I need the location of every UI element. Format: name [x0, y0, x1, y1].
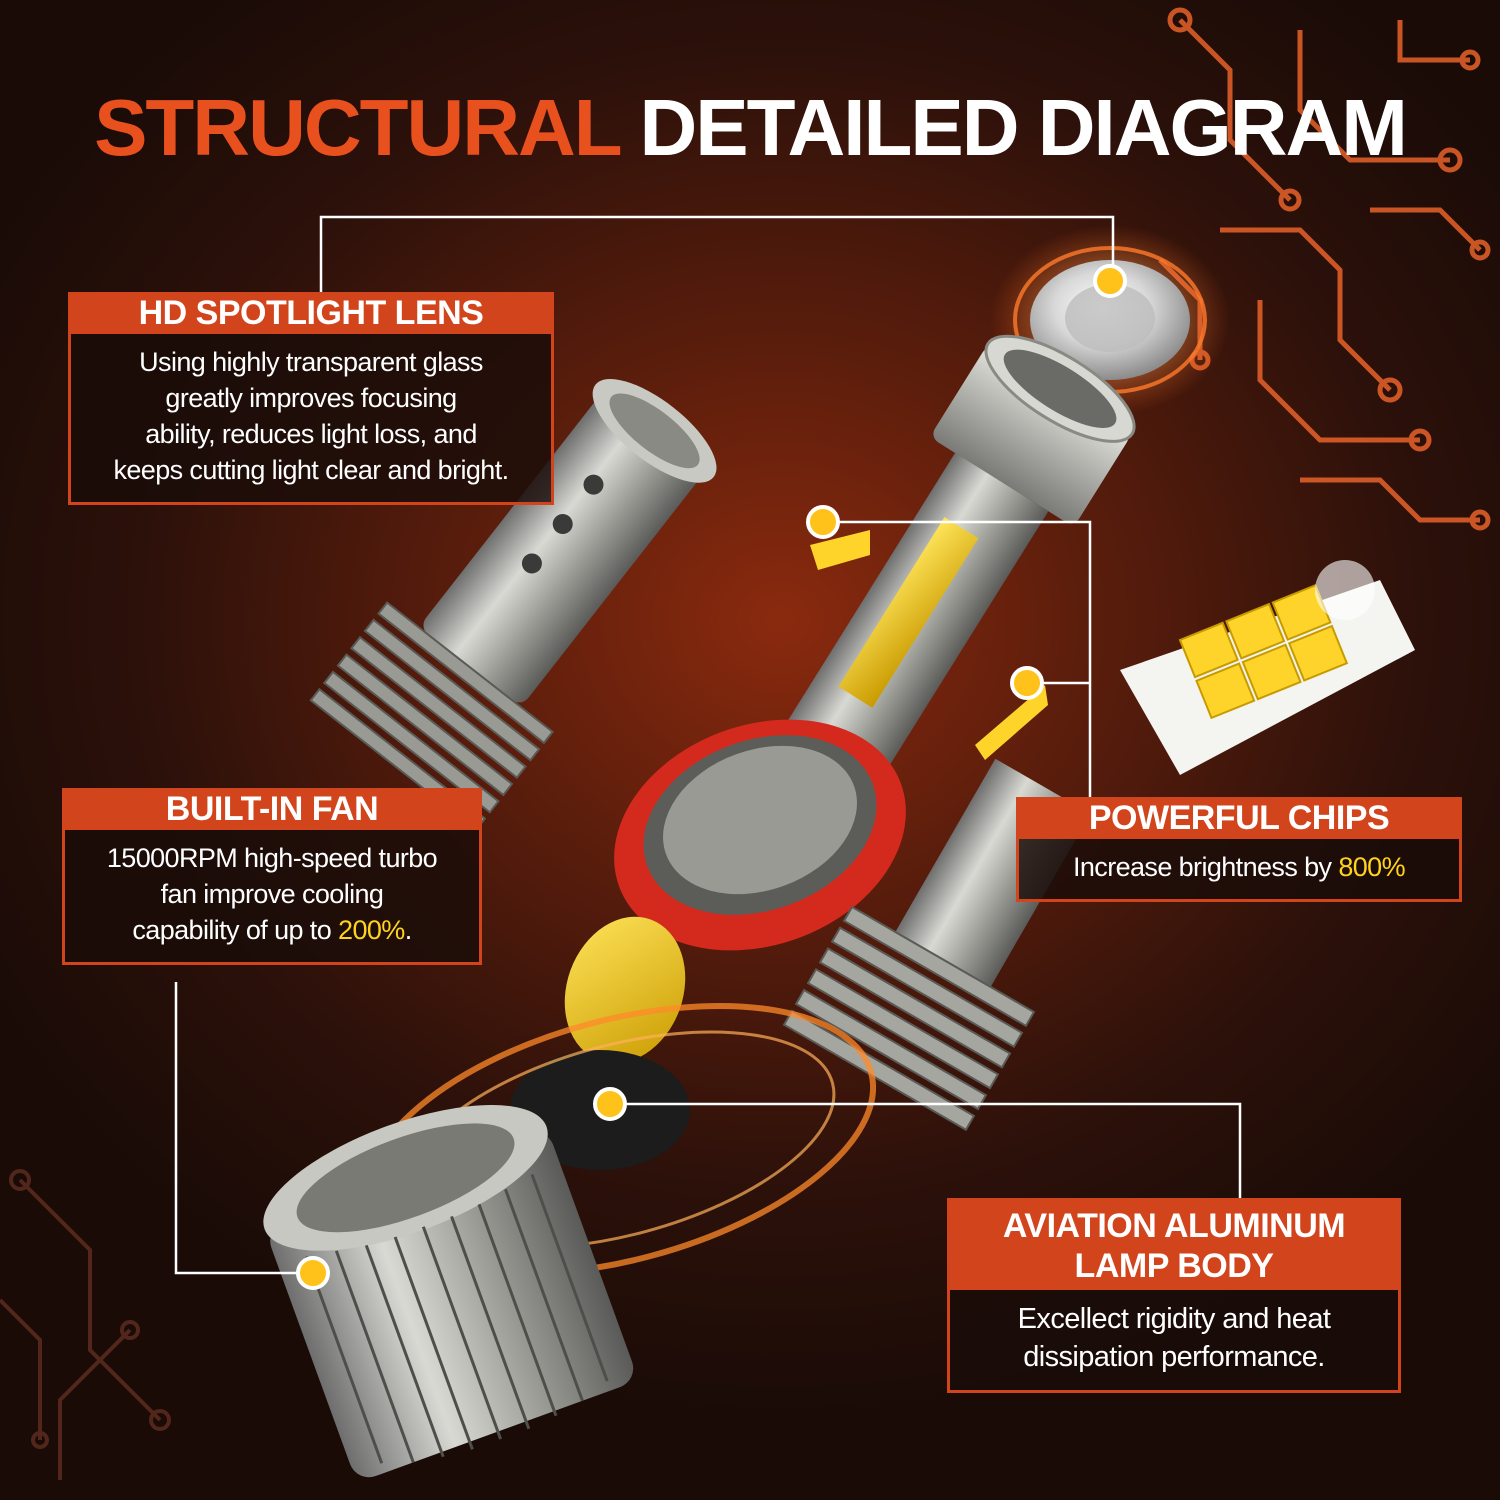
- page-title: STRUCTURAL DETAILED DIAGRAM: [0, 82, 1500, 174]
- marker-dots: [296, 264, 1127, 1290]
- circuit-traces-dark-decoration: [0, 1169, 171, 1480]
- title-part-detailed-diagram: DETAILED DIAGRAM: [639, 83, 1407, 172]
- lens-callout-line: greatly improves focusing: [165, 383, 457, 413]
- body-callout: AVIATION ALUMINUM LAMP BODY Excellect ri…: [947, 1198, 1401, 1393]
- chips-callout-text: Increase brightness by: [1072, 852, 1339, 882]
- lens-callout-line: keeps cutting light clear and bright.: [113, 455, 509, 485]
- fan-and-body-illustration: [263, 916, 877, 1478]
- body-marker-dot: [296, 1256, 330, 1290]
- body-callout-line: Excellect rigidity and heat: [1017, 1303, 1331, 1335]
- body-callout-heading-line: AVIATION ALUMINUM: [1002, 1207, 1346, 1245]
- chip-marker-dot-2: [1010, 666, 1044, 700]
- fan-callout-body: 15000RPM high-speed turbo fan improve co…: [62, 830, 482, 965]
- chips-callout-heading: POWERFUL CHIPS: [1016, 797, 1462, 839]
- fan-callout-line: capability of up to 200%.: [79, 912, 465, 948]
- lens-callout-body: Using highly transparent glass greatly i…: [68, 334, 554, 505]
- fan-callout-text: capability of up to: [132, 915, 339, 945]
- fan-cooling-percentage: 200%: [338, 915, 405, 945]
- body-callout-line: dissipation performance.: [1023, 1341, 1325, 1373]
- body-callout-heading-line: LAMP BODY: [1074, 1247, 1274, 1285]
- brightness-percentage: 800%: [1338, 852, 1405, 882]
- title-part-structural: STRUCTURAL: [94, 83, 621, 172]
- body-callout-heading: AVIATION ALUMINUM LAMP BODY: [947, 1198, 1401, 1290]
- chip-marker-dot-1: [806, 505, 840, 539]
- chips-callout: POWERFUL CHIPS Increase brightness by 80…: [1016, 797, 1462, 902]
- led-chip-board-illustration: [810, 530, 1415, 775]
- leader-lines: [174, 215, 1242, 1275]
- fan-callout-period: .: [404, 915, 412, 945]
- lens-callout-line: Using highly transparent glass: [139, 347, 483, 377]
- lens-callout: HD SPOTLIGHT LENS Using highly transpare…: [68, 292, 554, 505]
- lens-callout-line: ability, reduces light loss, and: [145, 419, 477, 449]
- fan-marker-dot: [593, 1087, 627, 1121]
- fan-callout: BUILT-IN FAN 15000RPM high-speed turbo f…: [62, 788, 482, 965]
- body-callout-body: Excellect rigidity and heat dissipation …: [947, 1290, 1401, 1393]
- left-bulb-illustration: [309, 378, 717, 832]
- lens-callout-heading: HD SPOTLIGHT LENS: [68, 292, 554, 334]
- chips-callout-line: Increase brightness by 800%: [1033, 849, 1445, 885]
- center-bulb-illustration: [614, 334, 1136, 951]
- fan-callout-line: fan improve cooling: [160, 879, 384, 909]
- fan-callout-heading: BUILT-IN FAN: [62, 788, 482, 830]
- chips-callout-body: Increase brightness by 800%: [1016, 839, 1462, 902]
- fan-callout-line: 15000RPM high-speed turbo: [106, 843, 438, 873]
- lens-marker-dot: [1093, 264, 1127, 298]
